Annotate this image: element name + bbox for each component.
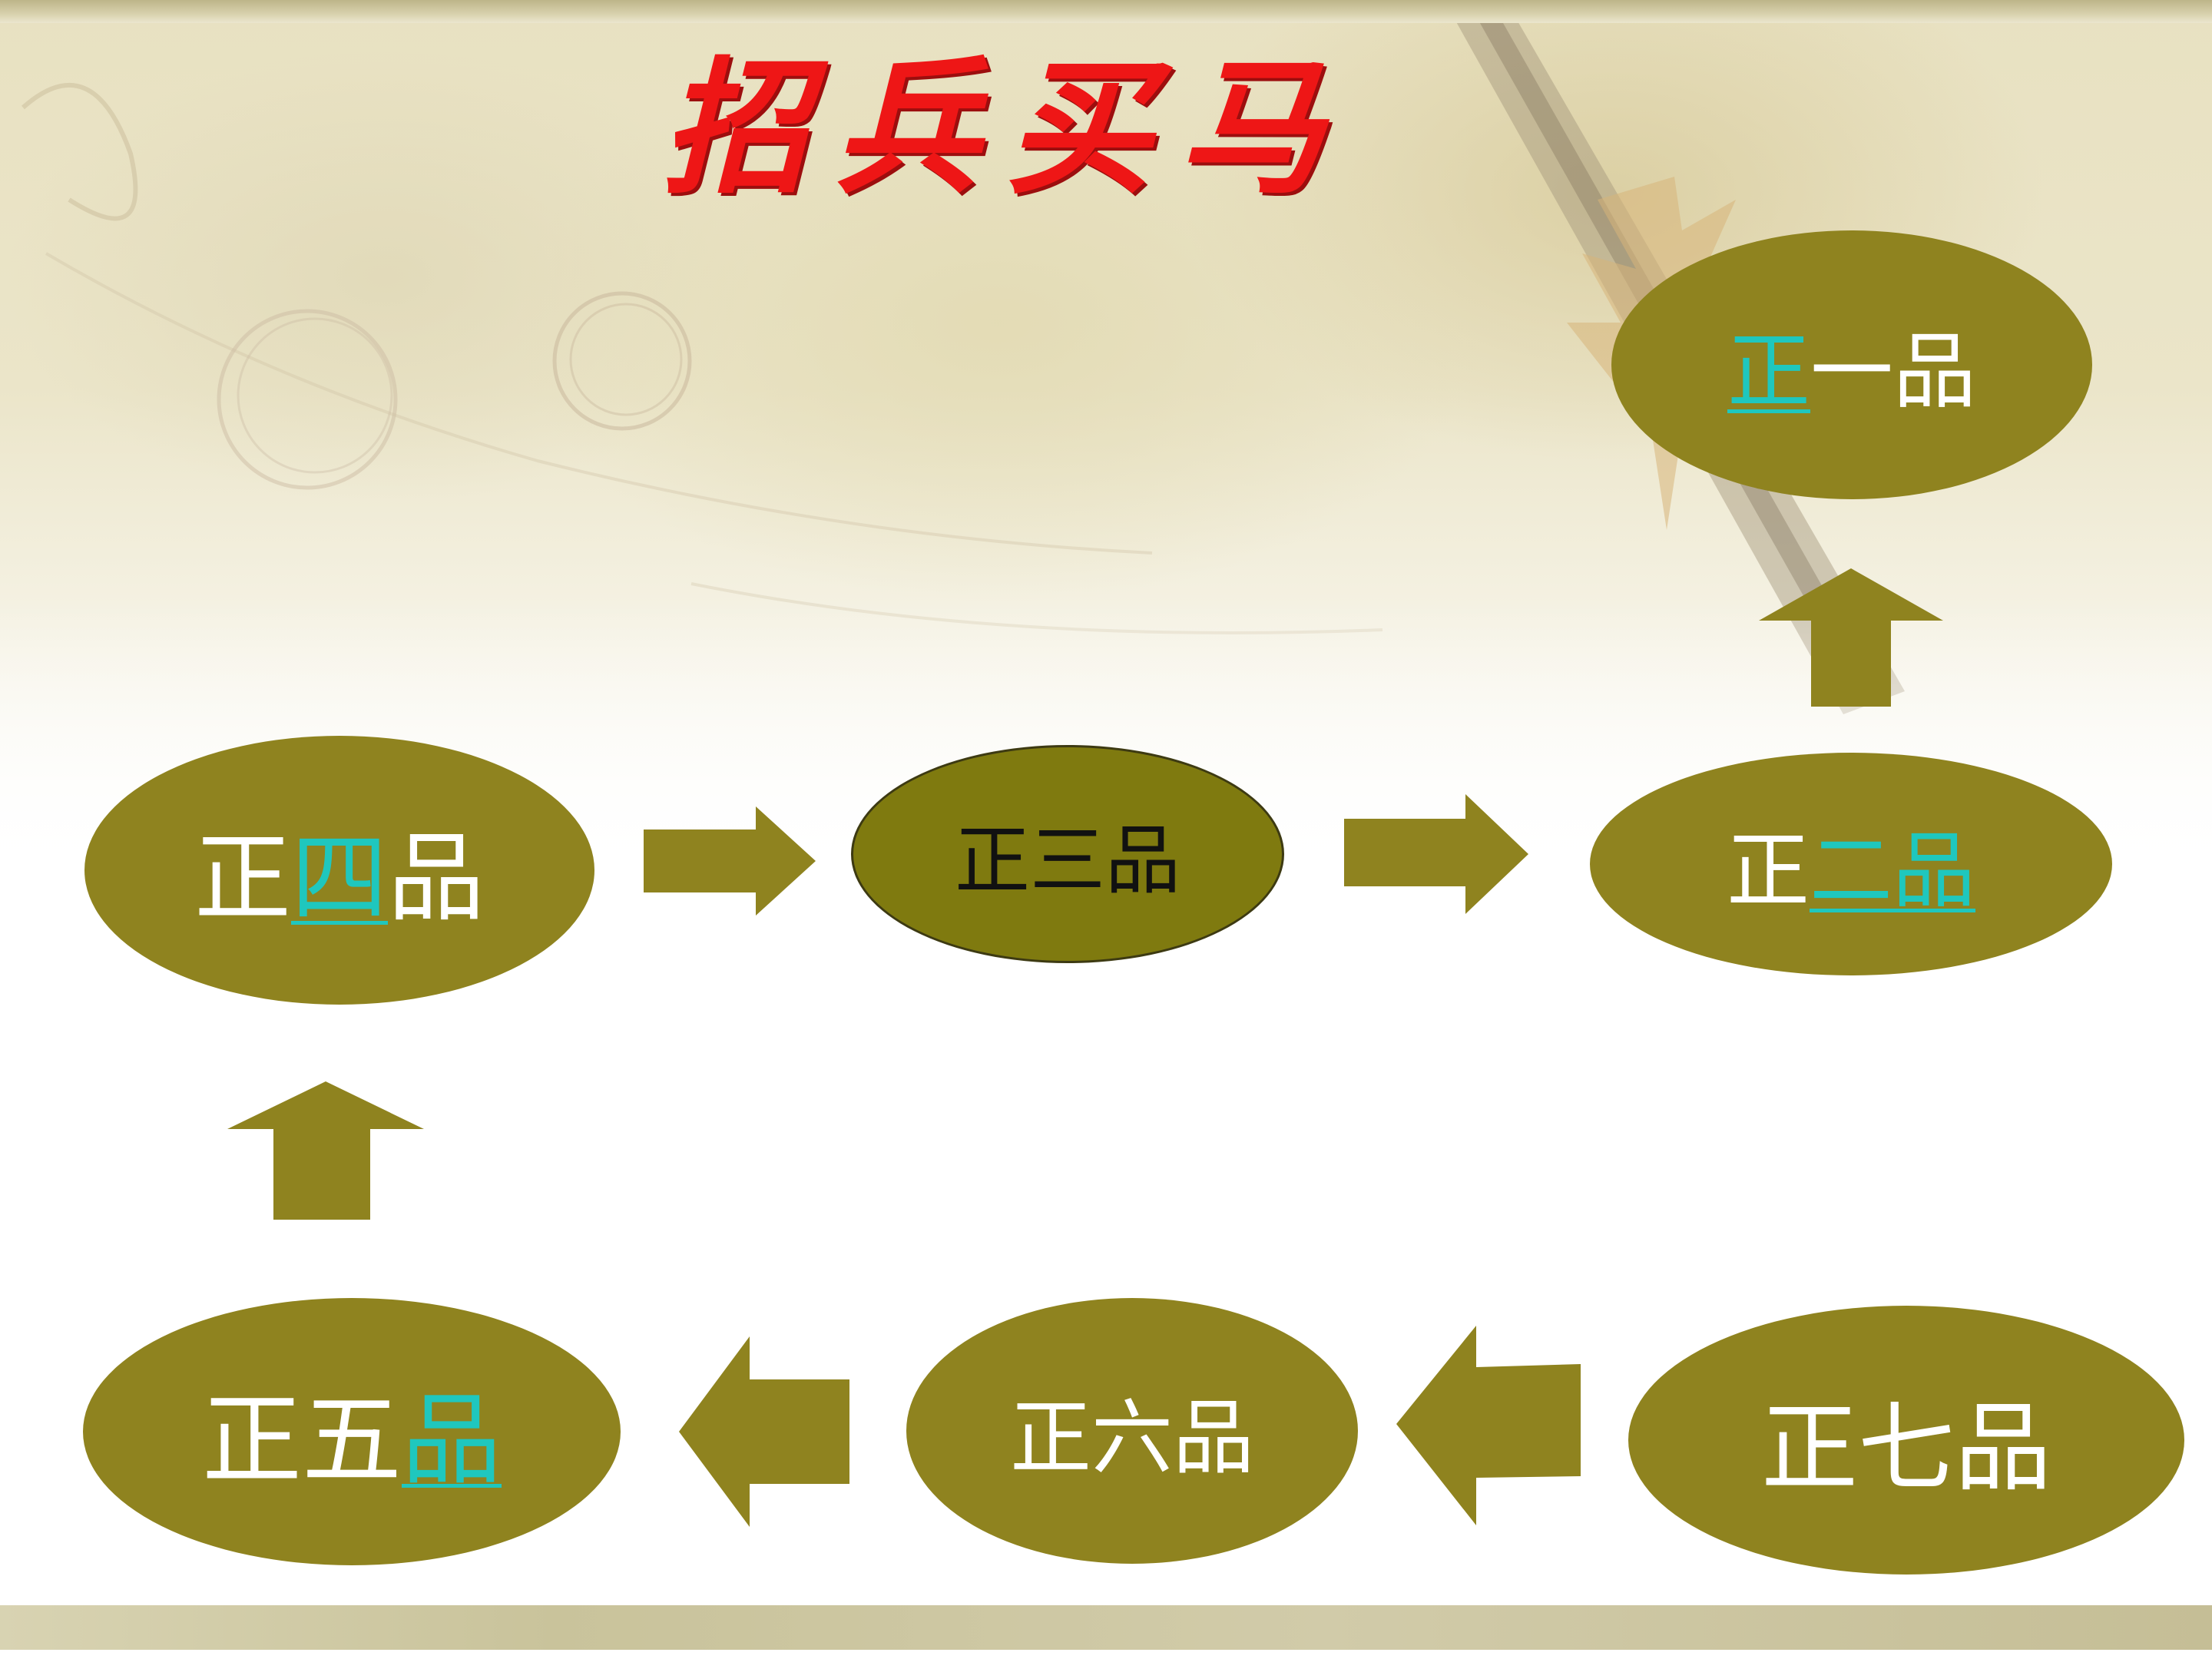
rank-node-3: 正三品	[851, 745, 1284, 963]
rank-node-5-part-1: 正五	[201, 1382, 402, 1498]
arrow-right-to-rank-2	[1344, 794, 1528, 914]
rank-node-7-part-1: 正七品	[1761, 1392, 2051, 1505]
arrow-up-to-rank-4	[227, 1081, 424, 1220]
arrow-left-to-rank-5	[679, 1336, 849, 1527]
rank-node-6: 正六品	[906, 1298, 1358, 1564]
top-band	[0, 0, 2212, 23]
rank-node-4-part-2: 四	[291, 822, 388, 935]
rank-node-3-part-1: 正三品	[954, 817, 1181, 905]
arrow-right-to-rank-3	[644, 806, 816, 916]
rank-node-4-part-3: 品	[388, 822, 485, 935]
arrow-left-to-rank-6	[1396, 1326, 1581, 1525]
rank-node-1-part-2: 一品	[1810, 324, 1977, 420]
rank-node-2: 正二品	[1590, 753, 2112, 975]
rank-node-6-part-1: 正六品	[1010, 1391, 1254, 1485]
rank-node-5: 正五品	[83, 1298, 621, 1565]
rank-node-4: 正四品	[84, 736, 594, 1005]
rank-node-2-part-1: 正	[1726, 823, 1810, 919]
rank-node-7: 正七品	[1628, 1306, 2184, 1575]
rank-node-1: 正一品	[1611, 230, 2092, 499]
rank-node-2-part-2: 二品	[1810, 823, 1976, 919]
arrow-up-to-rank-1	[1759, 568, 1943, 707]
rank-node-5-part-2: 品	[402, 1382, 502, 1498]
rank-node-1-part-1: 正	[1727, 324, 1810, 420]
rank-node-4-part-1: 正	[194, 822, 291, 935]
slide-title: 招兵买马	[661, 41, 1350, 214]
bottom-band	[0, 1605, 2212, 1650]
